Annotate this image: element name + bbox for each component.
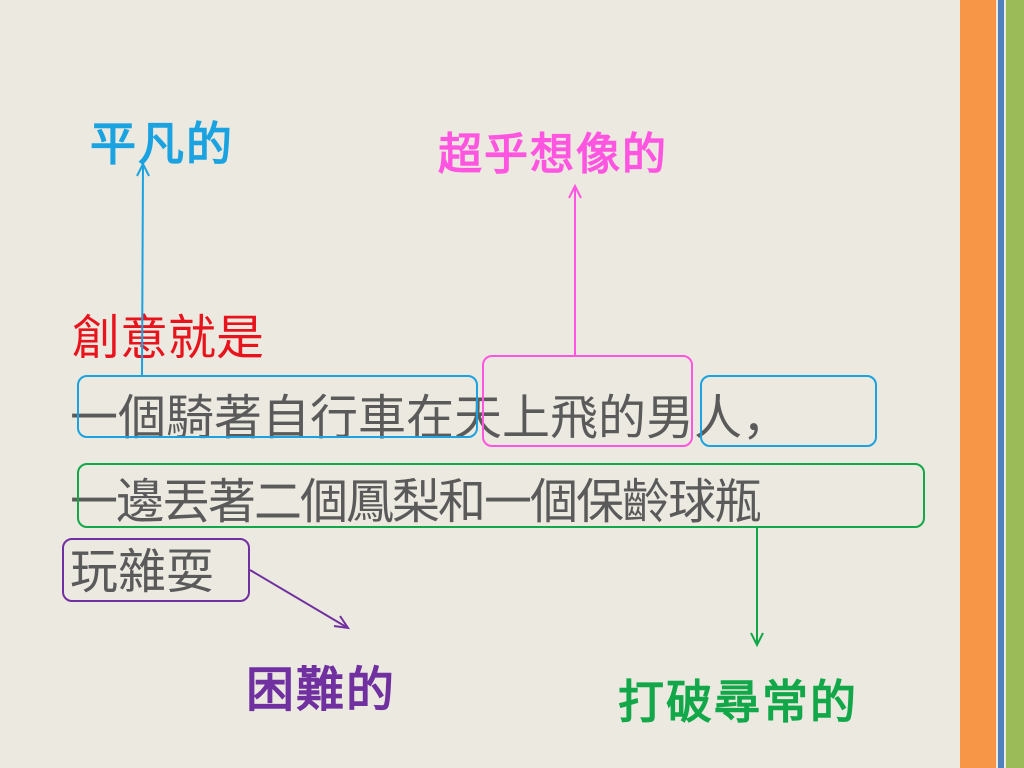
highlight-box-juggling (77, 463, 925, 528)
decor-stripe-gap (1004, 0, 1006, 768)
highlight-box-flying (482, 355, 693, 447)
decor-stripe-blue (998, 0, 1004, 768)
label-ordinary: 平凡的 (90, 117, 234, 171)
label-break: 打破尋常的 (618, 675, 858, 729)
arrow-to-difficult (249, 569, 351, 630)
arrow-to-break (750, 528, 764, 648)
highlight-box-play (62, 538, 250, 602)
decor-stripe-orange (960, 0, 996, 768)
decor-stripe-gap (996, 0, 998, 768)
label-difficult: 困難的 (246, 662, 397, 718)
sentence-line-2: 一邊丟著二個鳳梨和一個保齡球瓶 (70, 474, 762, 530)
arrow-to-ordinary (136, 161, 150, 376)
heading-creativity: 創意就是 (72, 310, 265, 366)
label-imagine: 超乎想像的 (438, 129, 668, 180)
highlight-box-man (700, 375, 877, 447)
arrow-to-imagine (568, 183, 582, 355)
sentence-line-1: 一個騎著自行車在天上飛的男人， (70, 390, 791, 446)
sentence-line-3: 玩雜耍 (70, 544, 215, 600)
highlight-box-cyclist (77, 375, 478, 438)
decor-stripe-green (1006, 0, 1024, 768)
